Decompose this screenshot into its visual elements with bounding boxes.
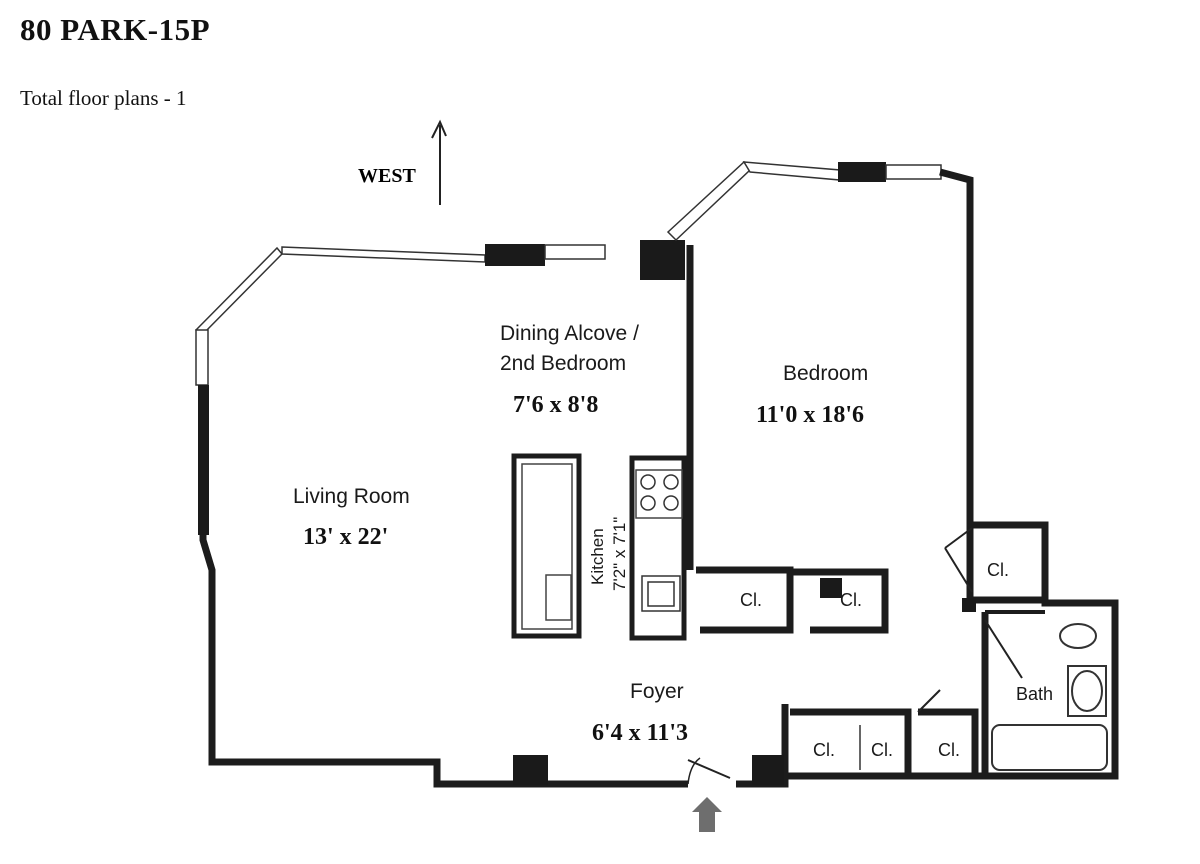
compass: WEST bbox=[358, 119, 447, 205]
foyer-dimensions: 6'4 x 11'3 bbox=[592, 720, 688, 746]
closet-label: Cl. bbox=[740, 590, 762, 610]
foyer-label: Foyer bbox=[630, 680, 684, 703]
closet-walls bbox=[696, 525, 1108, 776]
entry-arrow-icon bbox=[692, 797, 722, 832]
living-room-dimensions: 13' x 22' bbox=[303, 524, 388, 550]
entry-door bbox=[687, 757, 731, 785]
exterior-walls bbox=[198, 168, 1119, 788]
kitchen-fixtures bbox=[511, 453, 687, 641]
closet-label: Cl. bbox=[840, 590, 862, 610]
closet-label: Cl. bbox=[938, 740, 960, 760]
dining-alcove-dimensions: 7'6 x 8'8 bbox=[513, 392, 598, 418]
compass-label: WEST bbox=[358, 165, 416, 187]
bedroom-dimensions: 11'0 x 18'6 bbox=[756, 402, 864, 428]
floor-plan-count: Total floor plans - 1 bbox=[20, 86, 187, 110]
closet-label: Cl. bbox=[987, 560, 1009, 580]
bedroom-label: Bedroom bbox=[783, 362, 868, 385]
living-room-label: Living Room bbox=[293, 485, 410, 508]
kitchen-dimensions: 7'2" x 7'1" bbox=[610, 517, 629, 591]
kitchen-label: Kitchen bbox=[588, 528, 607, 585]
bath-label: Bath bbox=[1016, 684, 1053, 704]
closet-label: Cl. bbox=[871, 740, 893, 760]
dining-alcove-label: Dining Alcove / bbox=[500, 322, 639, 345]
closet-label: Cl. bbox=[813, 740, 835, 760]
bedroom-windows bbox=[666, 160, 942, 242]
second-bedroom-label: 2nd Bedroom bbox=[500, 352, 626, 375]
plan-title: 80 PARK-15P bbox=[20, 12, 211, 47]
